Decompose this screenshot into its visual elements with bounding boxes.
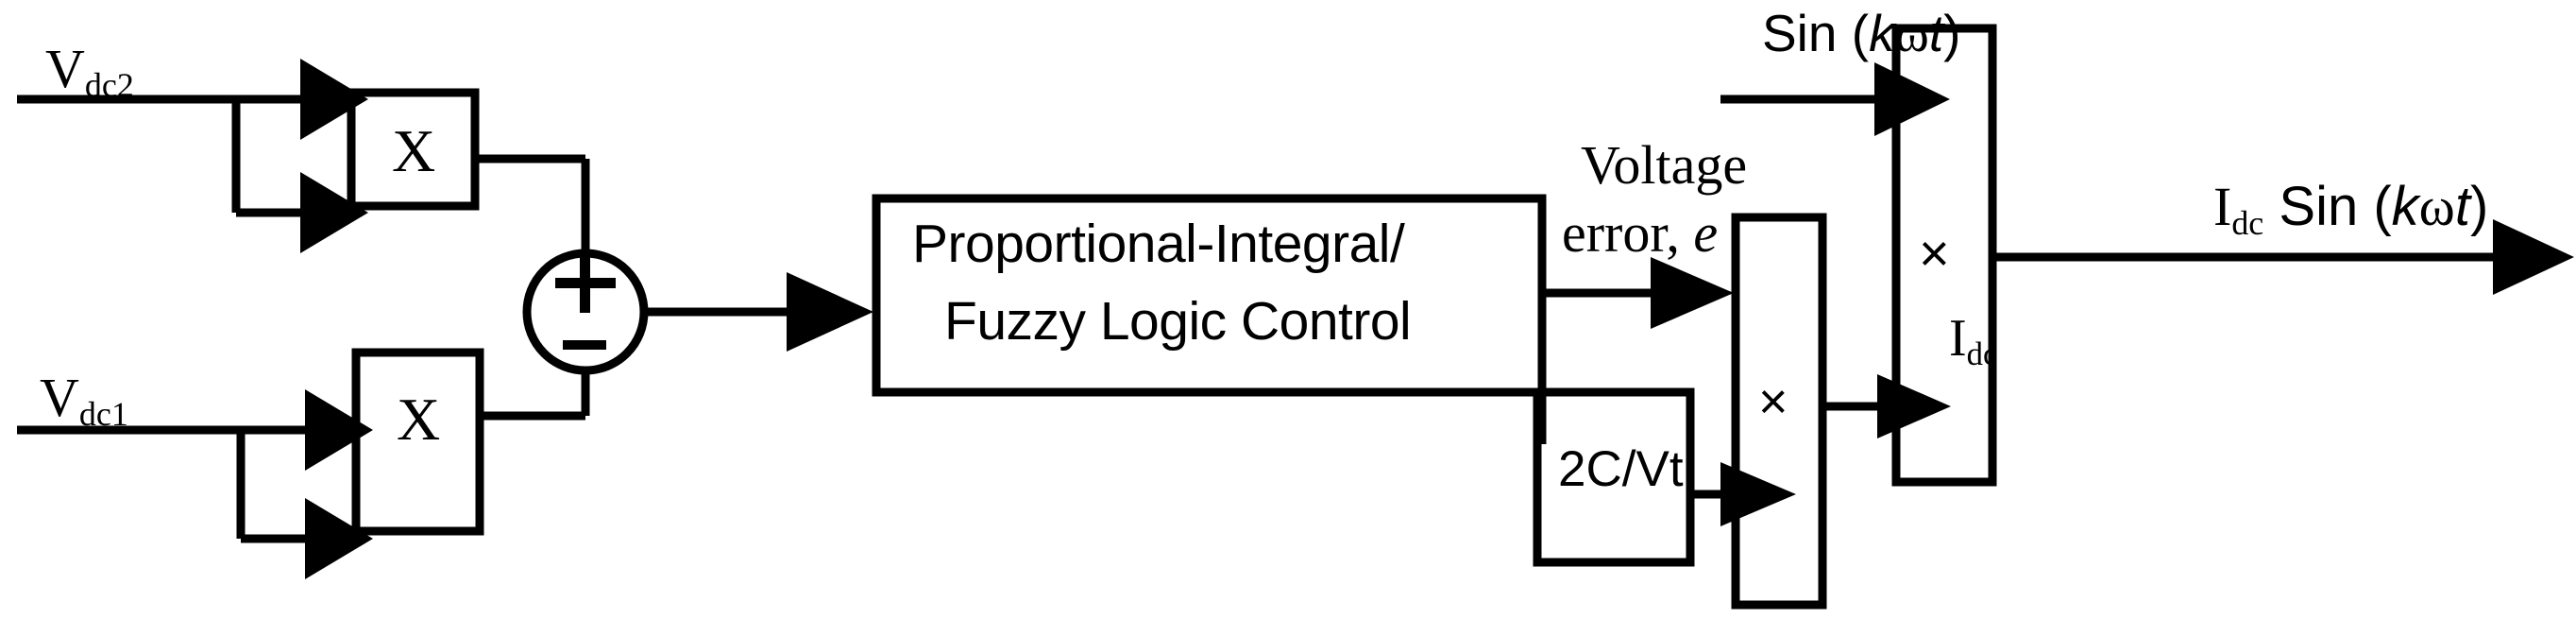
vdc2-subscript: dc2	[84, 66, 134, 105]
minus-stroke	[563, 340, 606, 350]
arrowhead-gain-to-mult1	[1720, 462, 1796, 526]
sin-t: t	[1928, 4, 1944, 62]
arrowhead-idc	[1877, 374, 1951, 438]
vdc2-base: V	[45, 38, 85, 99]
idc-subscript: dc	[1966, 335, 1998, 372]
output-label: Idc Sin (kωt)	[2213, 180, 2488, 241]
vdc1-subscript: dc1	[78, 395, 128, 434]
arrowhead-controller-input	[787, 272, 873, 352]
multiplier-top-label: X	[392, 117, 436, 184]
arrowhead-vdc2-upper	[300, 59, 368, 140]
output-t: t	[2454, 176, 2470, 237]
arrowhead-sin-reference	[1874, 62, 1950, 136]
output-close-paren: )	[2469, 176, 2489, 237]
arrowhead-vdc1-upper	[305, 389, 373, 471]
multiplier-stage1-box	[1731, 213, 1827, 610]
multiplier-bottom-box	[351, 348, 484, 536]
sin-k: k	[1869, 4, 1895, 62]
voltage-error-variable: e	[1693, 202, 1719, 264]
controller-label-line1: Proportional-Integral/	[912, 214, 1405, 274]
output-subscript: dc	[2231, 204, 2264, 243]
multiplier-stage2-label: ×	[1919, 223, 1950, 283]
plus-vertical-stroke	[580, 253, 590, 313]
output-k: k	[2391, 176, 2419, 237]
idc-label: Idc	[1949, 309, 1997, 370]
multiplier-stage1-label: ×	[1758, 373, 1788, 430]
multiplier-top-box	[347, 88, 480, 211]
label-vdc1: Vdc1	[40, 367, 128, 432]
arrowhead-voltage-error	[1651, 257, 1734, 329]
voltage-error-line2: error, e	[1562, 206, 1718, 261]
sin-open-paren: (	[1837, 4, 1870, 62]
output-open-paren: (	[2358, 176, 2392, 237]
arrowhead-vdc2-lower	[300, 172, 368, 253]
output-omega: ω	[2418, 176, 2455, 237]
summing-signs	[555, 253, 616, 350]
sin-fn: Sin	[1762, 4, 1838, 62]
arrowhead-vdc1-lower	[305, 498, 373, 579]
sin-close-paren: )	[1943, 4, 1961, 62]
sin-reference-label: Sin (kωt)	[1762, 8, 1960, 60]
output-base: I	[2213, 176, 2232, 237]
gain-label: 2C/Vt	[1558, 441, 1684, 497]
vdc1-base: V	[40, 367, 79, 428]
voltage-error-text: error,	[1562, 202, 1694, 264]
arrowhead-output	[2493, 219, 2574, 295]
voltage-error-line1: Voltage	[1581, 134, 1748, 196]
gain-box	[1533, 387, 1695, 567]
controller-label-line2: Fuzzy Logic Control	[944, 291, 1412, 352]
label-vdc2: Vdc2	[45, 42, 134, 103]
output-fn: Sin	[2263, 176, 2359, 237]
multiplier-bottom-label: X	[397, 386, 441, 453]
idc-base: I	[1949, 309, 1967, 368]
sin-omega: ω	[1894, 5, 1929, 62]
